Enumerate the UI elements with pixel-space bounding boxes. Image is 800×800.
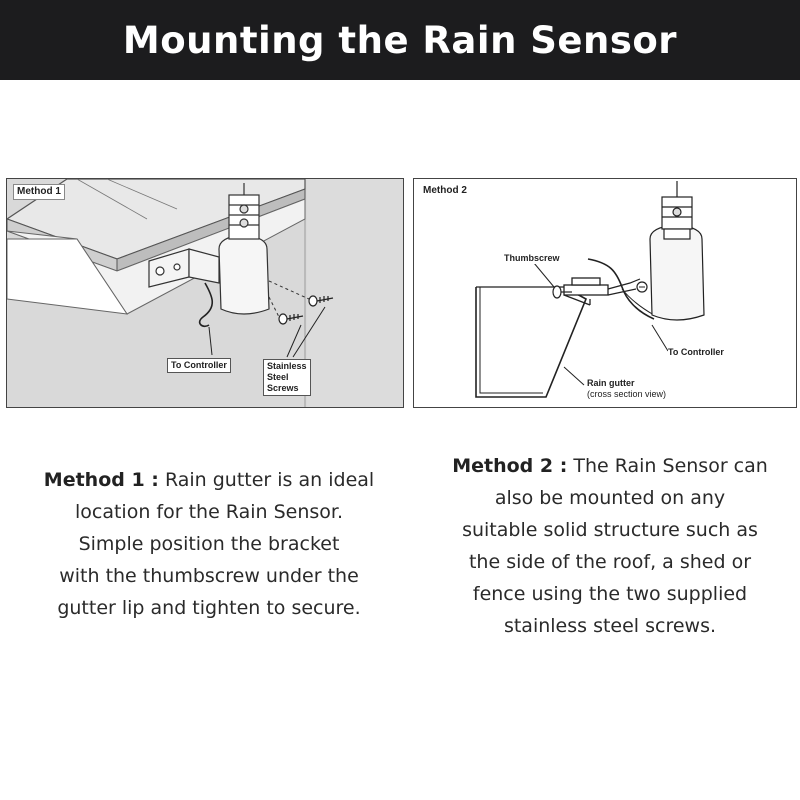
method2-diagram: Method 2 Thumbscrew To Controller Rain g… (413, 178, 797, 408)
leader-line (286, 324, 302, 358)
method1-heading: Method 1 : (43, 469, 159, 491)
method1-line: with the thumbscrew under the (59, 565, 359, 587)
controller-cable (587, 258, 655, 320)
method2-illustration (475, 181, 705, 398)
callout-to-controller: To Controller (167, 358, 231, 373)
page-title: Mounting the Rain Sensor (122, 18, 678, 62)
thumbscrew-icon (552, 285, 572, 299)
screw-icon (308, 295, 334, 307)
method2-label: Method 2 (420, 184, 470, 198)
method2-line: Method 2 : The Rain Sensor can (452, 455, 768, 477)
method1-line: gutter lip and tighten to secure. (57, 597, 361, 619)
title-banner: Mounting the Rain Sensor (0, 0, 800, 80)
controller-cable (198, 282, 214, 328)
callout-to-controller: To Controller (668, 347, 724, 358)
callout-stainless-screws: Stainless Steel Screws (263, 359, 311, 396)
callout-thumbscrew: Thumbscrew (504, 253, 560, 264)
method2-line: also be mounted on any (494, 487, 726, 509)
leader-line (208, 326, 213, 356)
rain-sensor (649, 181, 705, 321)
callout-rain-gutter: Rain gutter (cross section view) (587, 378, 667, 400)
rain-sensor (218, 183, 270, 315)
method1-line: Simple position the bracket (78, 533, 340, 555)
leader-line (292, 306, 326, 358)
method2-line: suitable solid structure such as (462, 519, 758, 541)
method1-illustration (7, 179, 403, 407)
gutter-bracket (563, 277, 609, 306)
method2-heading: Method 2 : (452, 455, 568, 477)
method2-description: Method 2 : The Rain Sensor can also be m… (415, 450, 800, 642)
gutter-cross-section (475, 286, 588, 398)
method1-line: location for the Rain Sensor. (74, 501, 344, 523)
method1-diagram: Method 1 To Controller Stainless Steel S… (6, 178, 404, 408)
method2-line: fence using the two supplied (472, 583, 748, 605)
leader-line (651, 324, 669, 352)
screw-icon (278, 313, 304, 325)
mounting-bracket (148, 248, 220, 288)
method1-description: Method 1 : Rain gutter is an ideal locat… (14, 464, 404, 624)
method1-label: Method 1 (13, 184, 65, 200)
method2-line: stainless steel screws. (503, 615, 717, 637)
leader-line (563, 366, 585, 386)
method1-line: Method 1 : Rain gutter is an ideal (43, 469, 375, 491)
method2-line: the side of the roof, a shed or (468, 551, 752, 573)
leader-line (533, 262, 555, 288)
